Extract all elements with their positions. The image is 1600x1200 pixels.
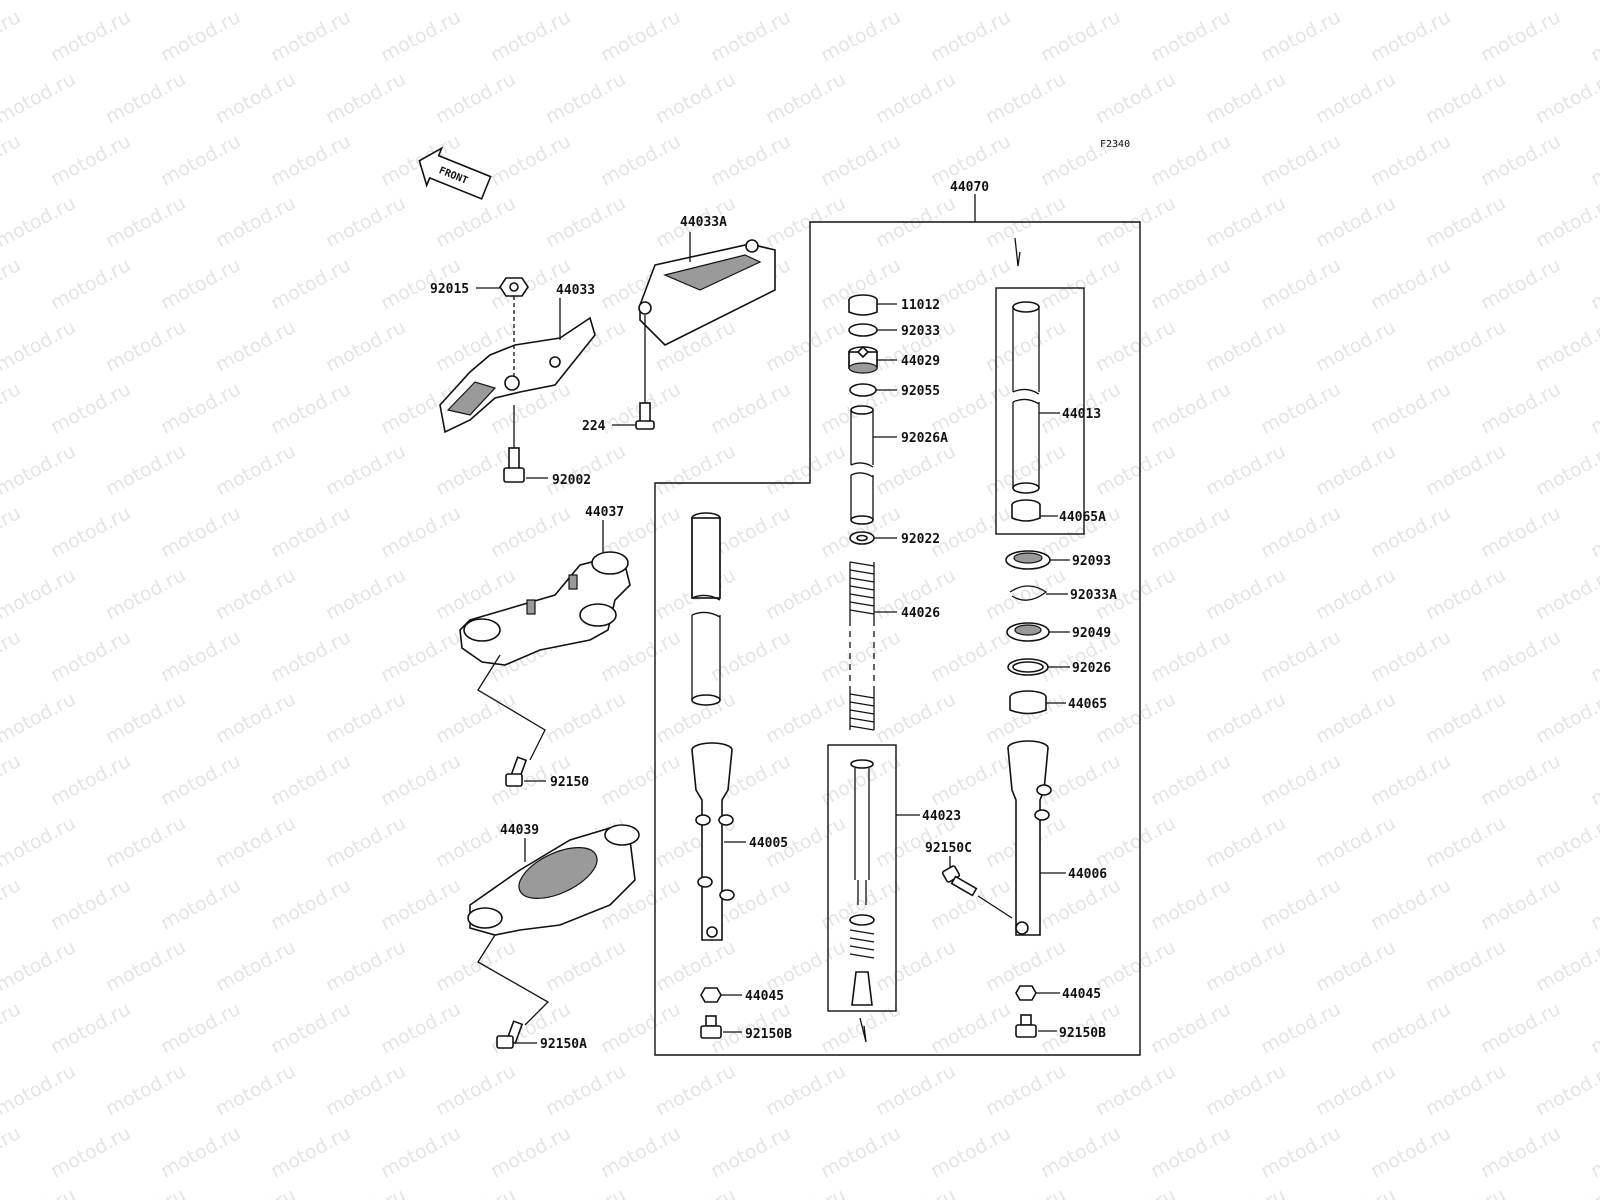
- bolt-92150B-right: [1015, 1014, 1057, 1038]
- pipe-92026A: [850, 405, 897, 525]
- nut-92015: [476, 277, 529, 380]
- label-92150A: 92150A: [540, 1037, 587, 1052]
- label-44006: 44006: [1068, 867, 1107, 882]
- label-92049: 92049: [1072, 626, 1111, 641]
- bracket-44033: [439, 298, 596, 434]
- bolt-92150C: [941, 856, 1013, 919]
- label-92015: 92015: [430, 282, 469, 297]
- outer-tube-44005: [691, 742, 746, 941]
- bolt-224: [612, 315, 655, 430]
- label-92002: 92002: [552, 473, 591, 488]
- washer-44045-left: [700, 987, 742, 1003]
- label-44033: 44033: [556, 283, 595, 298]
- front-arrow: FRONT: [418, 146, 492, 200]
- plug-44029: [848, 345, 897, 374]
- label-44026: 44026: [901, 606, 940, 621]
- bush-44065: [1009, 690, 1066, 715]
- label-92033A: 92033A: [1070, 588, 1117, 603]
- label-44045-right: 44045: [1062, 987, 1101, 1002]
- label-11012: 11012: [901, 298, 940, 313]
- label-44029: 44029: [901, 354, 940, 369]
- bolt-92150A: [477, 934, 550, 1049]
- label-92055: 92055: [901, 384, 940, 399]
- label-92150C: 92150C: [925, 841, 972, 856]
- outer-tube-44006: [1007, 740, 1066, 936]
- label-44013: 44013: [1062, 407, 1101, 422]
- label-92150: 92150: [550, 775, 589, 790]
- label-224: 224: [582, 419, 606, 434]
- label-92033: 92033: [901, 324, 940, 339]
- bolt-92150: [477, 654, 546, 787]
- oilseal-92049: [1006, 622, 1070, 642]
- clip-92033A: [1009, 585, 1068, 601]
- label-44065A: 44065A: [1059, 510, 1106, 525]
- label-44045-left: 44045: [745, 989, 784, 1004]
- cap-11012: [848, 294, 897, 316]
- lower-bracket-44039: [467, 824, 640, 936]
- label-92150B-right: 92150B: [1059, 1026, 1106, 1041]
- washer-92026: [1007, 658, 1070, 676]
- washer-92022: [849, 531, 897, 545]
- cover-44033A: [638, 232, 776, 346]
- washer-44045-right: [1015, 985, 1060, 1001]
- inner-tube-44013: [995, 237, 1085, 535]
- bolt-92002: [503, 405, 548, 483]
- label-44039: 44039: [500, 823, 539, 838]
- label-92093: 92093: [1072, 554, 1111, 569]
- label-44005: 44005: [749, 836, 788, 851]
- bolt-92150B-left: [700, 1015, 742, 1039]
- ring-92033: [848, 323, 897, 337]
- label-92022: 92022: [901, 532, 940, 547]
- label-44033A: 44033A: [680, 215, 727, 230]
- label-44023: 44023: [922, 809, 961, 824]
- label-92026A: 92026A: [901, 431, 948, 446]
- spring-44026: [849, 561, 897, 731]
- seal-92093: [1005, 550, 1070, 570]
- figure-code: F2340: [1100, 139, 1130, 150]
- bush-44065A: [1011, 499, 1058, 522]
- label-44065: 44065: [1068, 697, 1107, 712]
- fork-tube-left: [691, 512, 721, 706]
- upper-bracket-44037: [459, 520, 631, 666]
- label-92026: 92026: [1072, 661, 1111, 676]
- label-92150B-left: 92150B: [745, 1027, 792, 1042]
- cartridge-44023: [827, 744, 920, 1043]
- label-44037: 44037: [585, 505, 624, 520]
- assembly-bracket-44070: [654, 194, 1141, 1056]
- label-44070: 44070: [950, 180, 989, 195]
- oring-92055: [849, 383, 897, 397]
